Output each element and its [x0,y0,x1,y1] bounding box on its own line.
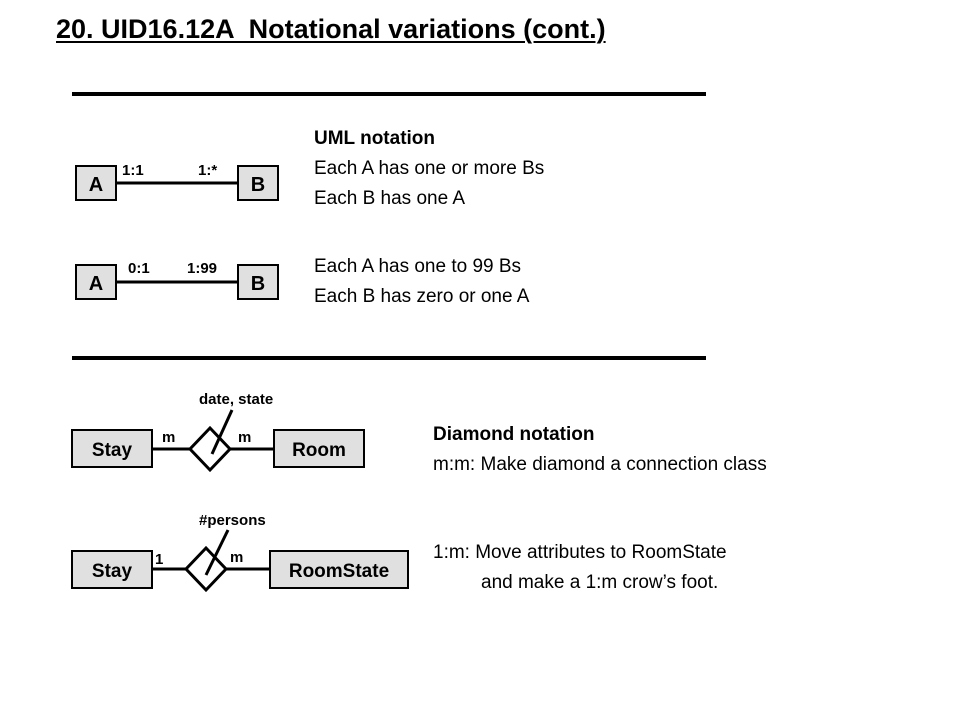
left-multiplicity: 0:1 [128,260,150,277]
uml-line-2: Each B has one A [314,188,466,209]
diamond-line-3: and make a 1:m crow’s foot. [481,572,719,593]
diamond-description: Diamond notation m:m: Make diamond a con… [433,420,767,480]
entity-box-roomstate-label: RoomState [289,561,389,582]
entity-box-stay-label: Stay [92,440,133,461]
class-box-b-label: B [251,273,265,295]
diamond-diagram-many-to-many: date, state Stay Room m m [71,391,365,473]
divider-middle [72,356,706,360]
left-multiplicity: m [162,429,175,446]
attribute-pointer [210,409,234,455]
uml-line-3: Each A has one to 99 Bs [314,256,522,277]
diamond-line-2: 1:m: Move attributes to RoomState [433,542,727,563]
uml-description-2: Each A has one to 99 Bs Each B has zero … [314,252,529,312]
uml-diagram-one-to-many: A B 1:1 1:* [75,162,279,201]
slide-title: 20. UID16.12A Notational variations (con… [56,14,606,44]
divider-top [72,92,706,96]
class-box-a-label: A [89,174,103,196]
right-multiplicity: m [238,429,251,446]
entity-box-stay [71,429,153,468]
left-multiplicity: 1:1 [122,162,144,179]
entity-box-stay-label: Stay [92,561,133,582]
class-box-b [237,264,279,300]
left-multiplicity: 1 [155,551,163,568]
entity-box-room-label: Room [292,440,346,461]
entity-box-stay [71,550,153,589]
right-multiplicity: 1:99 [187,260,217,277]
uml-line-1: Each A has one or more Bs [314,158,545,179]
diamond-line-1: m:m: Make diamond a connection class [433,454,767,475]
relationship-attribute-label: #persons [199,512,266,529]
right-multiplicity: m [230,549,243,566]
diamond-description-2: 1:m: Move attributes to RoomState and ma… [433,538,727,598]
attribute-pointer [204,529,230,576]
diamond-diagram-one-to-many: #persons Stay RoomState 1 m [71,512,409,593]
class-box-a-label: A [89,273,103,295]
relationship-diamond [187,425,233,473]
class-box-b [237,165,279,201]
class-box-b-label: B [251,174,265,196]
class-box-a [75,264,117,300]
uml-diagram-one-to-99: A B 0:1 1:99 [75,260,279,300]
uml-line-4: Each B has zero or one A [314,286,530,307]
right-multiplicity: 1:* [198,162,217,179]
uml-description: UML notation Each A has one or more Bs E… [314,124,544,214]
entity-box-room [273,429,365,468]
entity-box-roomstate [269,550,409,589]
relationship-attribute-label: date, state [199,391,273,408]
uml-heading: UML notation [314,128,436,149]
class-box-a [75,165,117,201]
diamond-heading: Diamond notation [433,424,595,445]
relationship-diamond [183,545,229,593]
